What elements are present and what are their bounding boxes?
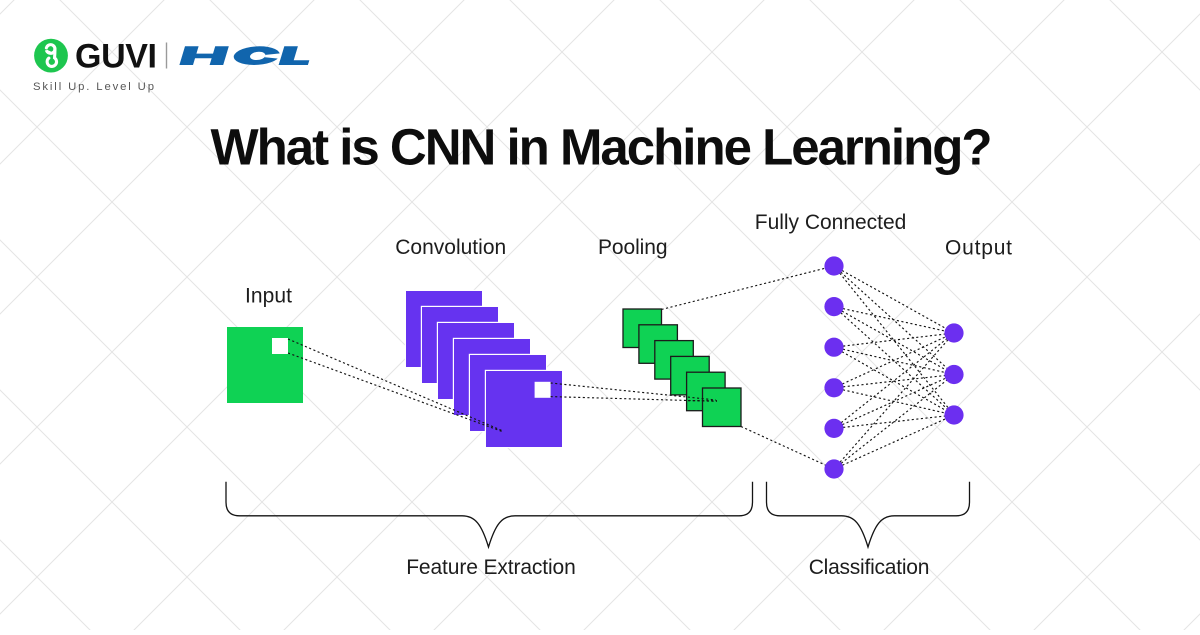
svg-text:Pooling: Pooling (598, 236, 668, 259)
svg-text:Convolution: Convolution (395, 236, 506, 259)
svg-text:Feature Extraction: Feature Extraction (406, 556, 576, 579)
svg-text:Fully Connected: Fully Connected (755, 211, 907, 234)
svg-text:Output: Output (945, 236, 1012, 259)
svg-text:Input: Input (245, 285, 292, 308)
svg-text:GUVI: GUVI (75, 38, 157, 76)
svg-text:Skill Up. Level Up: Skill Up. Level Up (33, 81, 154, 93)
svg-text:What is CNN in Machine Learnin: What is CNN in Machine Learning? (211, 119, 993, 176)
svg-text:Classification: Classification (809, 556, 930, 579)
